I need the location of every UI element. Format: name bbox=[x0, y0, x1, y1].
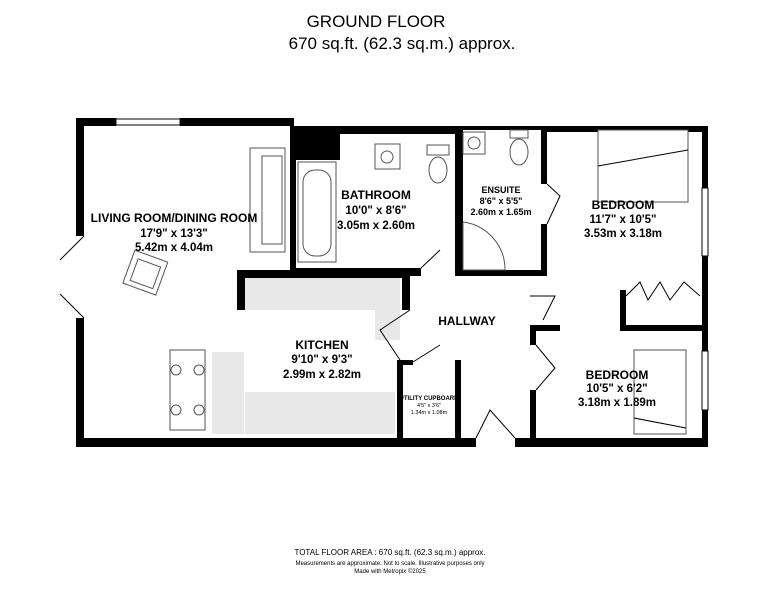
room-metric: 2.99m x 2.82m bbox=[283, 369, 361, 381]
toilet-icon bbox=[426, 129, 529, 184]
room-living: LIVING ROOM/DINING ROOM 17'9" x 13'3" 5.… bbox=[91, 211, 258, 254]
room-name: BATHROOM bbox=[341, 188, 411, 202]
room-metric: 2.60m x 1.65m bbox=[470, 207, 531, 217]
kitchen-island bbox=[212, 352, 244, 434]
dining-table-icon bbox=[169, 349, 206, 431]
room-imperial: 10'5" x 6'2" bbox=[586, 383, 647, 395]
room-name: BEDROOM bbox=[586, 368, 649, 382]
room-kitchen: KITCHEN 9'10" x 9'3" 2.99m x 2.82m bbox=[283, 338, 361, 381]
room-hallway: HALLWAY bbox=[438, 314, 496, 328]
doors bbox=[59, 183, 561, 439]
shower-icon bbox=[462, 221, 506, 271]
room-name: ENSUITE bbox=[481, 185, 520, 195]
bath-icon bbox=[297, 161, 337, 263]
sofa-icon bbox=[122, 147, 286, 296]
room-utility: UTILITY CUPBOARD 4'5" x 3'6" 1.34m x 1.0… bbox=[400, 396, 460, 416]
room-metric: 3.18m x 1.89m bbox=[578, 397, 656, 409]
floor-title: GROUND FLOOR bbox=[307, 12, 446, 31]
bed-icon bbox=[597, 129, 689, 435]
sink-icon bbox=[374, 131, 486, 170]
total-floor-area: TOTAL FLOOR AREA : 670 sq.ft. (62.3 sq.m… bbox=[294, 548, 485, 557]
room-name: KITCHEN bbox=[295, 338, 348, 352]
room-ensuite: ENSUITE 8'6" x 5'5" 2.60m x 1.65m bbox=[470, 185, 531, 217]
room-name: UTILITY CUPBOARD bbox=[400, 396, 460, 402]
room-metric: 5.42m x 4.04m bbox=[135, 242, 213, 254]
disclaimer: Measurements are approximate. Not to sca… bbox=[295, 561, 484, 567]
room-bedroom-1: BEDROOM 11'7" x 10'5" 3.53m x 3.18m bbox=[584, 198, 662, 240]
room-imperial: 10'0" x 8'6" bbox=[345, 205, 406, 217]
walls bbox=[76, 118, 709, 447]
room-name: LIVING ROOM/DINING ROOM bbox=[91, 211, 258, 225]
room-metric: 1.34m x 1.08m bbox=[411, 410, 448, 416]
room-bedroom-2: BEDROOM 10'5" x 6'2" 3.18m x 1.89m bbox=[578, 368, 656, 409]
room-metric: 3.05m x 2.60m bbox=[337, 220, 415, 232]
kitchen-counter-bottom bbox=[245, 392, 395, 434]
room-imperial: 17'9" x 13'3" bbox=[140, 228, 208, 240]
room-imperial: 4'5" x 3'6" bbox=[417, 403, 441, 409]
room-imperial: 8'6" x 5'5" bbox=[480, 196, 523, 206]
room-imperial: 9'10" x 9'3" bbox=[291, 354, 352, 366]
floor-area: 670 sq.ft. (62.3 sq.m.) approx. bbox=[289, 34, 516, 53]
kitchen-counter-top bbox=[245, 278, 400, 310]
room-bathroom: BATHROOM 10'0" x 8'6" 3.05m x 2.60m bbox=[337, 188, 415, 232]
room-imperial: 11'7" x 10'5" bbox=[590, 214, 657, 226]
credit: Made with Metropix ©2025 bbox=[354, 568, 426, 575]
room-name: BEDROOM bbox=[592, 198, 655, 212]
wardrobe-icon bbox=[625, 281, 701, 302]
room-metric: 3.53m x 3.18m bbox=[584, 228, 662, 240]
